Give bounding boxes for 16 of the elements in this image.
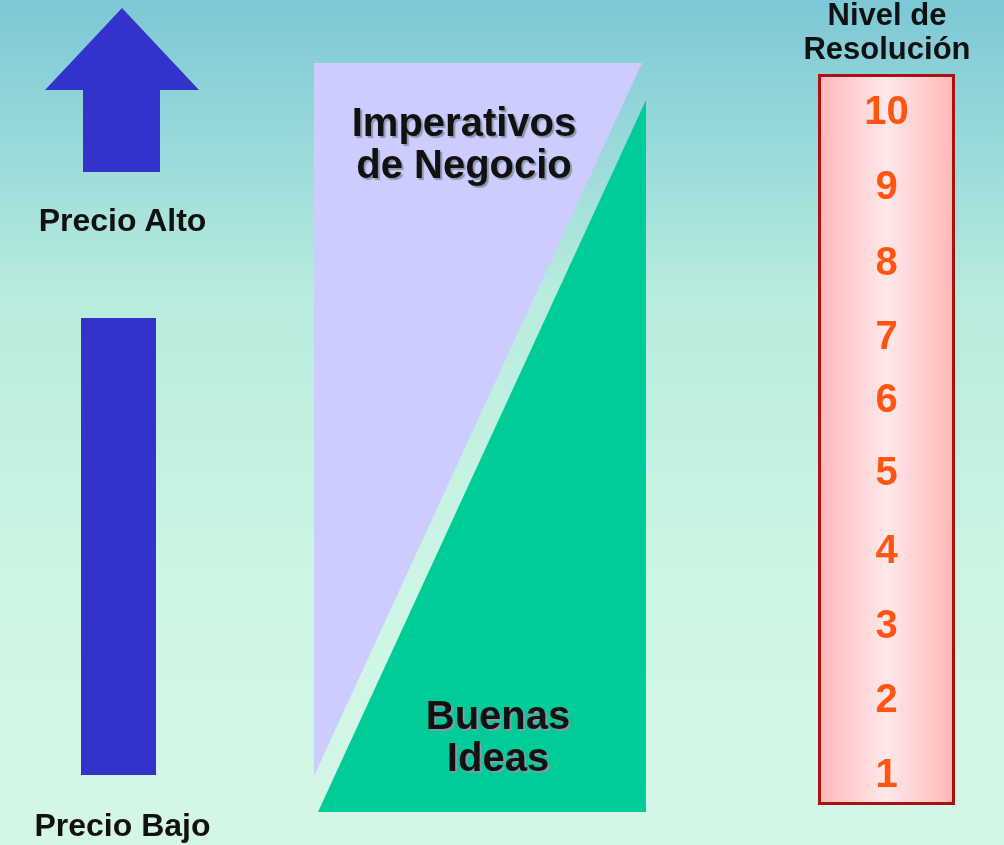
scale-heading: Nivel de Resolución [802, 0, 972, 66]
scale-number: 3 [874, 602, 899, 646]
region-title: Buenas Ideas [424, 694, 572, 778]
scale-number: 1 [874, 751, 899, 795]
scale-number: 2 [874, 676, 899, 720]
scale-bar [818, 74, 955, 805]
price-label: Precio Bajo [33, 806, 212, 845]
scale-number: 7 [874, 313, 899, 357]
scale-number: 4 [874, 527, 899, 571]
scale-number: 9 [874, 163, 899, 207]
scale-number: 5 [874, 449, 899, 493]
region-title: Imperativos de Negocio [350, 101, 578, 185]
scale-number: 8 [874, 239, 899, 283]
scale-number: 10 [863, 88, 910, 132]
scale-number: 6 [874, 376, 899, 420]
price-label: Precio Alto [37, 201, 208, 240]
